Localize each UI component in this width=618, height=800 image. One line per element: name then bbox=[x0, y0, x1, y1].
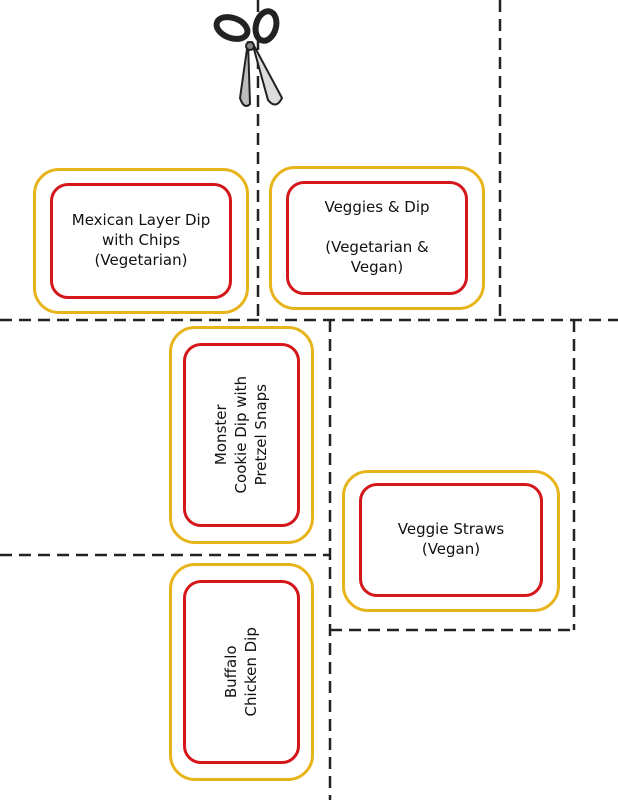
scissors-icon bbox=[213, 8, 283, 107]
card-outer-border bbox=[169, 563, 314, 781]
card-label: Monster Cookie Dip with Pretzel Snaps bbox=[211, 376, 270, 494]
card-outer-border bbox=[269, 166, 485, 310]
card-inner-border: Monster Cookie Dip with Pretzel Snaps bbox=[183, 343, 300, 527]
card-outer-border bbox=[342, 470, 560, 612]
card-veggie-straws: Veggie Straws (Vegan) bbox=[342, 470, 560, 612]
card-label: Veggies & Dip (Vegetarian & Vegan) bbox=[324, 198, 430, 276]
card-outer-border bbox=[33, 168, 249, 314]
card-veggies-dip: Veggies & Dip (Vegetarian & Vegan) bbox=[269, 166, 485, 310]
card-outer-border bbox=[169, 326, 314, 544]
card-monster-cookie-dip: Monster Cookie Dip with Pretzel Snaps bbox=[169, 326, 314, 544]
card-inner-border: Buffalo Chicken Dip bbox=[183, 580, 300, 764]
card-inner-border: Veggies & Dip (Vegetarian & Vegan) bbox=[286, 181, 468, 295]
card-buffalo-chicken-dip: Buffalo Chicken Dip bbox=[169, 563, 314, 781]
card-mexican-layer-dip: Mexican Layer Dip with Chips (Vegetarian… bbox=[33, 168, 249, 314]
card-label: Veggie Straws (Vegan) bbox=[397, 520, 505, 558]
card-label: Buffalo Chicken Dip bbox=[221, 627, 260, 717]
card-label: Mexican Layer Dip with Chips (Vegetarian… bbox=[71, 211, 211, 269]
card-inner-border: Mexican Layer Dip with Chips (Vegetarian… bbox=[50, 183, 232, 299]
card-inner-border: Veggie Straws (Vegan) bbox=[359, 483, 543, 597]
